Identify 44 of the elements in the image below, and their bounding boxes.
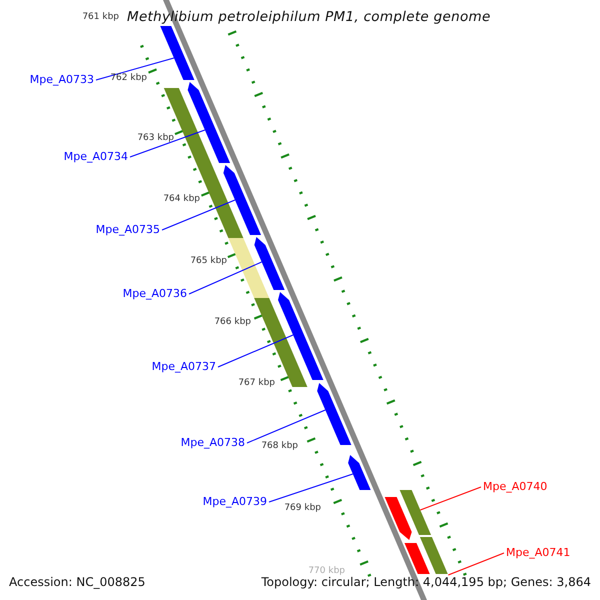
leader-line xyxy=(420,486,482,510)
scale-label: 766 kbp xyxy=(214,318,251,327)
gene-feature xyxy=(384,497,412,540)
scale-label: 768 kbp xyxy=(261,442,298,451)
gene-label: Mpe_A0734 xyxy=(64,151,128,162)
gene-feature xyxy=(188,82,230,163)
leader-line xyxy=(162,200,236,230)
gene-feature xyxy=(420,537,448,574)
leader-line xyxy=(188,262,262,294)
genome-summary-text: Topology: circular; Length: 4,044,195 bp; Genes: 3,864 xyxy=(261,576,591,588)
gene-feature xyxy=(348,455,371,490)
scale-label: 765 kbp xyxy=(190,257,227,266)
gene-label: Mpe_A0733 xyxy=(30,74,94,85)
scale-label: 764 kbp xyxy=(163,195,200,204)
gene-label: Mpe_A0738 xyxy=(180,437,245,448)
gene-feature xyxy=(160,26,194,80)
title: Methylibium petroleiphilum PM1, complete genome xyxy=(126,10,492,26)
leader-line xyxy=(218,334,294,368)
scale-label: 770 kbp xyxy=(308,567,345,576)
scale-label: 762 kbp xyxy=(110,74,147,83)
gene-feature xyxy=(317,383,352,445)
accession-text: Accession: NC_008825 xyxy=(9,576,146,588)
leader-line xyxy=(448,552,504,576)
leader-line xyxy=(268,474,354,502)
gene-label: Mpe_A0737 xyxy=(152,361,216,372)
gene-label: Mpe_A0740 xyxy=(483,481,548,492)
gene-feature xyxy=(404,543,430,574)
gene-feature xyxy=(278,292,324,380)
gene-label: Mpe_A0739 xyxy=(202,496,267,507)
gene-feature xyxy=(228,238,270,298)
scale-label: 767 kbp xyxy=(238,379,275,388)
gene-feature xyxy=(254,298,308,387)
gene-label: Mpe_A0741 xyxy=(506,547,570,558)
gene-label: Mpe_A0736 xyxy=(122,288,187,299)
gene-feature xyxy=(254,237,285,290)
gene-feature xyxy=(400,490,432,535)
leader-line xyxy=(246,410,326,444)
gene-feature xyxy=(223,165,262,235)
scale-label: 761 kbp xyxy=(82,13,119,22)
scale-label: 763 kbp xyxy=(137,134,174,143)
leader-line xyxy=(96,58,174,80)
scale-label: 769 kbp xyxy=(284,504,321,513)
leader-line xyxy=(130,130,206,158)
gene-label: Mpe_A0735 xyxy=(96,224,160,235)
